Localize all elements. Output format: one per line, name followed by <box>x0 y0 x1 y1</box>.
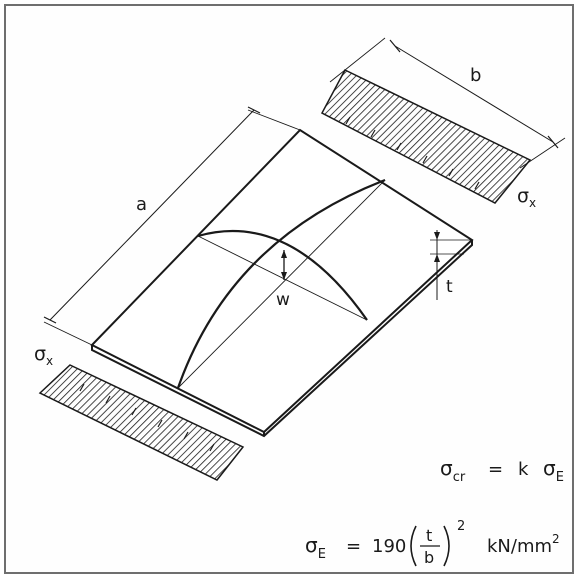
svg-text:190: 190 <box>372 536 406 557</box>
buckle-curve-transverse <box>197 229 368 321</box>
svg-text:k: k <box>518 459 529 480</box>
formula-critical-stress: σcr = k σE <box>440 456 564 485</box>
dim-a-line <box>49 109 255 321</box>
dim-a-ext-bottom <box>43 321 93 346</box>
thickness-arrow-bottom <box>434 254 440 262</box>
dim-b-ext-left <box>329 37 386 83</box>
deflection-arrow-bottom <box>281 272 287 280</box>
stress-arrows-bottom <box>79 383 215 452</box>
label-w: w <box>276 290 290 310</box>
label-b: b <box>470 65 481 86</box>
thickness-arrow-top <box>434 232 440 240</box>
formula-euler-stress: σE = 190 t b 2 kN/mm2 <box>305 519 560 567</box>
label-t: t <box>446 277 453 297</box>
svg-text:2: 2 <box>457 519 465 534</box>
svg-text:σE: σE <box>305 533 326 562</box>
svg-text:kN/mm2: kN/mm2 <box>487 532 560 557</box>
dim-b-tick-left <box>389 39 401 53</box>
dim-a-tick-bottom <box>43 316 57 324</box>
plate-top-face <box>90 128 474 434</box>
plate-diagonal-2 <box>177 179 386 389</box>
sigma-x-label-top: σx <box>517 185 536 210</box>
dim-a-tick-top <box>247 106 261 114</box>
buckle-curve-longitudinal <box>176 178 386 389</box>
stress-bar-bottom <box>38 364 245 481</box>
svg-text:σE: σE <box>543 456 564 485</box>
dim-b-tick-right <box>547 135 559 149</box>
paren-right <box>443 525 450 567</box>
dim-a-ext-top <box>247 109 301 131</box>
stress-bar-top <box>320 69 532 204</box>
svg-text:=: = <box>346 536 361 557</box>
svg-text:b: b <box>424 548 434 567</box>
stress-arrows-top <box>345 116 480 190</box>
svg-text:t: t <box>426 526 432 545</box>
sigma-x-label-bottom: σx <box>34 343 53 368</box>
dim-b-line <box>394 45 554 143</box>
svg-text:σcr: σcr <box>440 456 466 485</box>
label-a: a <box>136 194 147 215</box>
plate-diagonal-1 <box>197 235 368 321</box>
svg-text:=: = <box>488 459 503 480</box>
deflection-arrow-top <box>281 250 287 258</box>
paren-left <box>410 525 417 567</box>
